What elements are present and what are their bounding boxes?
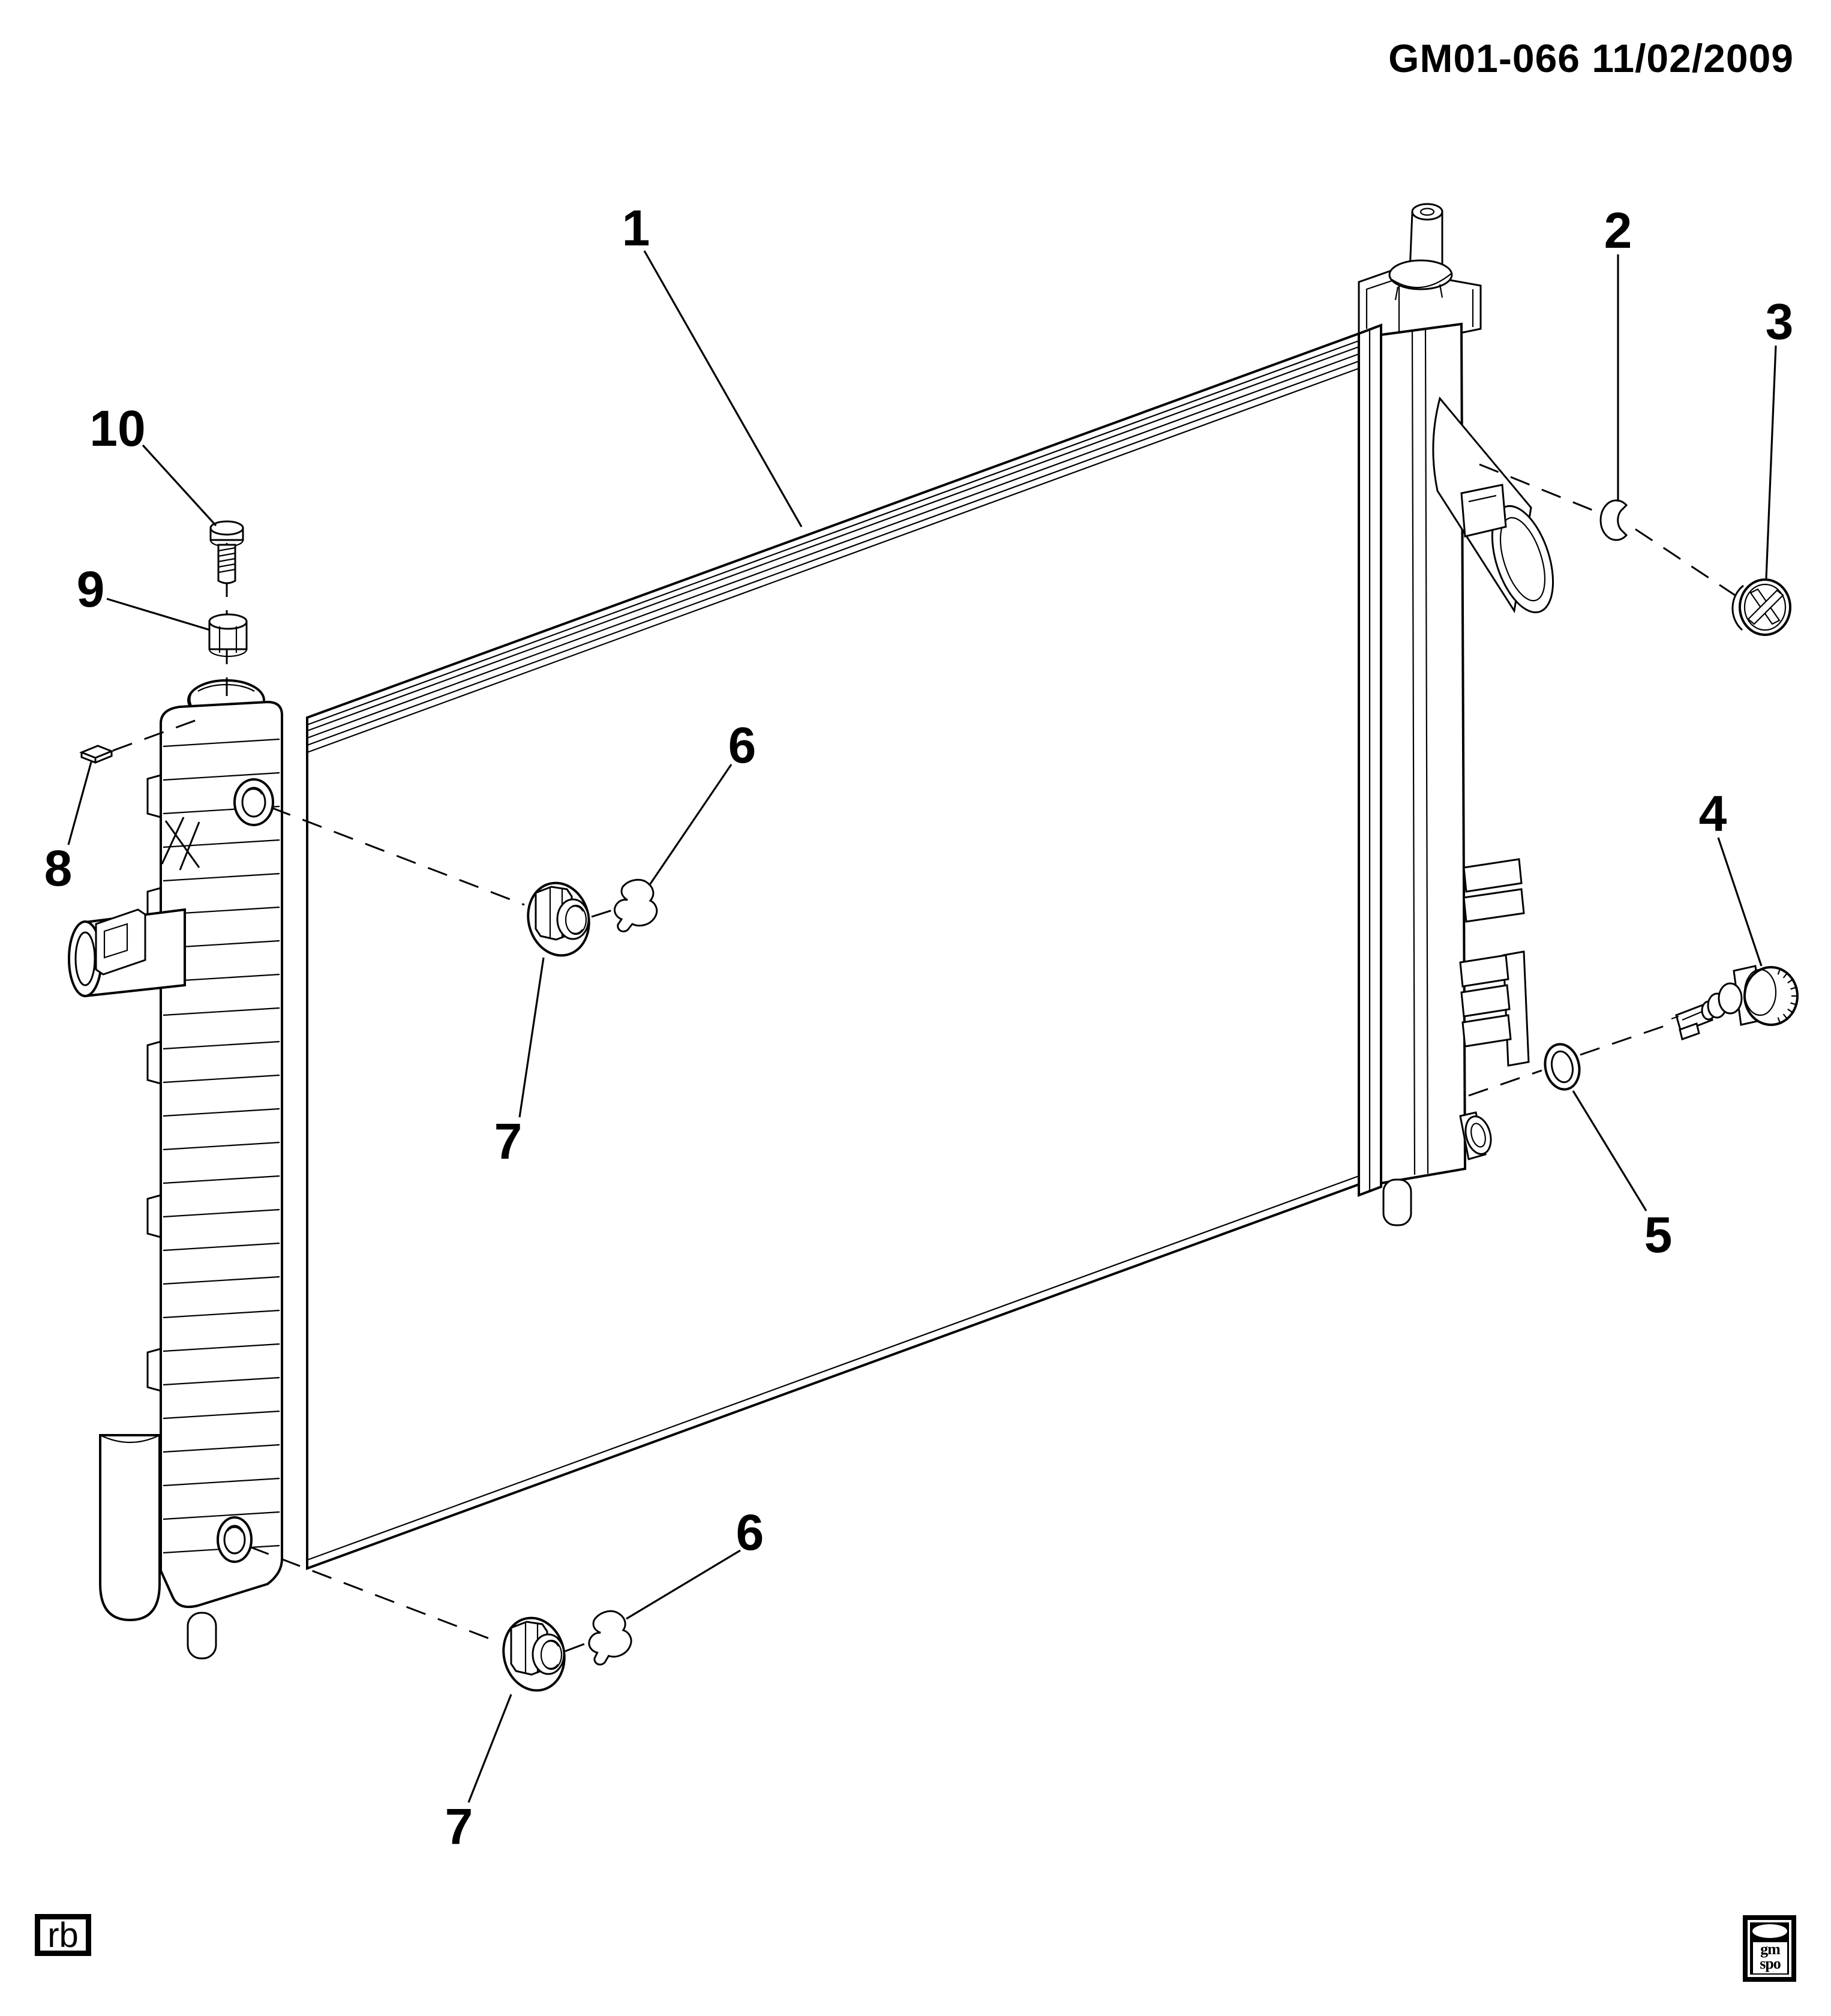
- callout-6-lower-leader: [626, 1549, 741, 1620]
- left-tank-bottom-pin: [187, 1612, 217, 1660]
- left-tank-bottom-tube: [99, 1434, 161, 1622]
- callout-7-upper-leader: [518, 957, 545, 1118]
- right-tank-body: [1380, 322, 1467, 1185]
- sensor-knurl: [1777, 967, 1799, 1025]
- callout-3-leader: [1765, 345, 1777, 579]
- callout-4-label: 4: [1699, 785, 1727, 842]
- drawing-header: GM01-066 11/02/2009: [1388, 36, 1794, 80]
- callout-7-lower-label: 7: [445, 1798, 473, 1855]
- flange-nut-lower: [494, 1610, 574, 1699]
- sealing-washer: [1599, 499, 1628, 541]
- callout-9-label: 9: [77, 561, 105, 617]
- bolt-threads: [218, 547, 236, 574]
- core-outline: [306, 332, 1360, 1570]
- radiator-core: [306, 332, 1360, 1570]
- e-clip-lower: [584, 1607, 635, 1667]
- left-bracket: [95, 908, 146, 976]
- callout-layer: 1 2 3 4 5 6 7 6 7 8 9 10: [44, 200, 1794, 1855]
- upper-mount-port: [233, 778, 274, 826]
- clip-axis: [112, 717, 202, 752]
- gm-spo-logo-border: [1748, 1920, 1791, 1977]
- spacer-nut: [208, 613, 248, 658]
- callout-9-leader: [106, 598, 211, 631]
- core-top-band: [307, 340, 1359, 754]
- callout-2-label: 2: [1604, 202, 1632, 259]
- left-tank-hooks: [146, 774, 163, 1518]
- right-tank-bottom-pin: [1382, 1178, 1412, 1226]
- callout-5-label: 5: [1644, 1207, 1673, 1263]
- left-tank-ribs: [163, 738, 280, 1554]
- lower-mount-port: [217, 1516, 253, 1563]
- right-tank: [1358, 203, 1554, 1226]
- lower-mount-axis: [249, 1546, 595, 1652]
- callout-7-upper-label: 7: [494, 1113, 523, 1169]
- callout-3-label: 3: [1766, 293, 1794, 350]
- lower-outlet-pipe: [1459, 1111, 1492, 1160]
- callout-6-lower-label: 6: [736, 1504, 764, 1561]
- left-tank: [68, 679, 283, 1660]
- callout-10-leader: [142, 444, 217, 527]
- revision-initials: rb: [47, 1915, 79, 1955]
- drain-plug: [1731, 578, 1791, 636]
- left-tank-brace: [161, 817, 200, 871]
- callout-1-label: 1: [622, 200, 650, 256]
- callout-6-upper-label: 6: [728, 717, 757, 773]
- filler-cap-disk: [1388, 259, 1453, 290]
- callout-1-leader: [643, 250, 803, 527]
- filler-neck: [1388, 203, 1453, 301]
- gm-spo-logo-oval: [1752, 1924, 1787, 1938]
- callout-10-label: 10: [89, 400, 145, 457]
- revision-initials-box: rb: [35, 1914, 91, 1956]
- callout-8-leader: [67, 761, 92, 845]
- callout-6-upper-leader: [648, 764, 733, 886]
- upper-mount-axis: [271, 806, 619, 918]
- core-bottom-edge-inner: [307, 1175, 1359, 1561]
- callout-5-leader: [1572, 1090, 1647, 1211]
- square-clip: [79, 745, 115, 764]
- callout-4-leader: [1717, 837, 1763, 967]
- right-tank-clips: [1459, 484, 1530, 1067]
- callout-8-label: 8: [44, 840, 73, 896]
- callout-7-lower-leader: [467, 1694, 512, 1803]
- sensor-axis: [1468, 1022, 1672, 1097]
- mounting-bolt: [209, 520, 244, 584]
- left-tank-body: [160, 700, 283, 1609]
- drain-plug-axis: [1479, 463, 1736, 596]
- o-ring: [1544, 1043, 1581, 1091]
- coolant-sensor: [1671, 965, 1799, 1040]
